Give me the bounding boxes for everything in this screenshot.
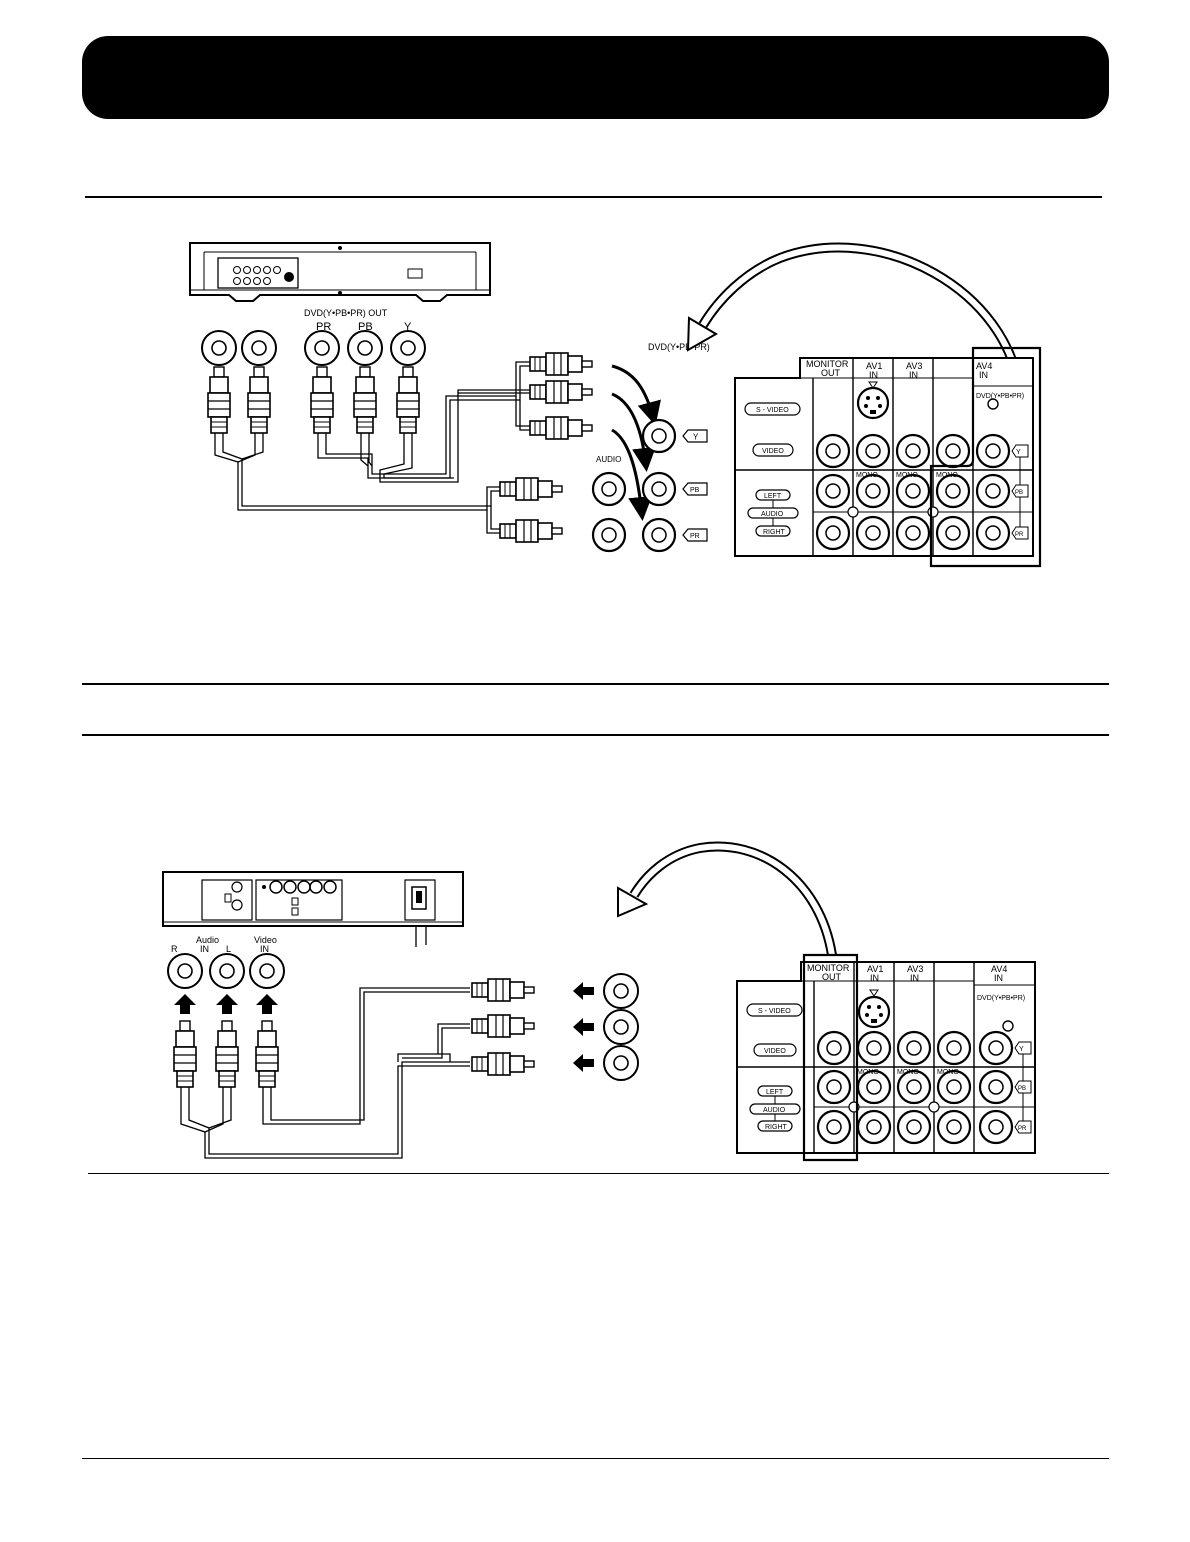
dvd-cables	[214, 361, 530, 534]
vcr-left-arrows	[573, 982, 594, 1072]
tv1-audio-label: AUDIO	[761, 511, 784, 518]
tv2-svideo-label: S - VIDEO	[758, 1008, 791, 1015]
tv2-left-label: LEFT	[766, 1089, 784, 1096]
tv2-av4-in-label: IN	[994, 973, 1003, 983]
tv1-svideo-label: S - VIDEO	[756, 407, 789, 414]
vcr-cables	[180, 987, 470, 1159]
tv2-av1-in-label: IN	[870, 973, 879, 983]
tv1-av3-in-label: IN	[909, 370, 918, 380]
tv1-tag-y: Y	[1016, 449, 1021, 456]
vcr-audio-r-label: R	[171, 944, 178, 954]
tv1-component-label: DVD(Y•PB•PR)	[976, 393, 1024, 400]
header-banner	[82, 36, 1109, 119]
tv2-av3-label: AV3	[907, 964, 923, 974]
vcr-audio-label: Audio	[196, 935, 219, 945]
tv1-mono-av4: MONO	[936, 472, 958, 479]
tv-terminal-panel-2	[736, 953, 1036, 1162]
tv2-mono-av3: MONO	[897, 1069, 919, 1076]
tv1-right-label: RIGHT	[763, 529, 786, 536]
dvd-plugs	[207, 366, 420, 434]
vcr-audio-l-label: L	[226, 944, 231, 954]
svg-text:PR: PR	[690, 533, 700, 540]
dvd-jack-label-pb: PB	[358, 321, 373, 333]
zoom-jacks	[591, 418, 677, 553]
vcr-video-in-label: IN	[260, 944, 269, 954]
dvd-audio-jacks	[201, 330, 277, 366]
tv1-av1-label: AV1	[866, 361, 882, 371]
tv1-av3-label: AV3	[906, 361, 922, 371]
tv1-tag-pb: PB	[1015, 490, 1023, 496]
big-curved-arrow-1	[686, 242, 1025, 396]
footer-rule	[82, 1458, 1109, 1459]
section-rule-4	[88, 1173, 1109, 1174]
big-curved-arrow-2	[617, 841, 837, 956]
vcr-plugs-h	[471, 978, 535, 1076]
tv1-monitor-label: MONITOR	[806, 359, 849, 369]
tv2-audio-label: AUDIO	[763, 1107, 786, 1114]
dvd-player-rear	[189, 242, 491, 302]
tv1-av1-in-label: IN	[869, 370, 878, 380]
dvd-component-jacks	[304, 330, 426, 366]
tv2-video-label: VIDEO	[764, 1048, 786, 1055]
dvd-jack-label-pr: PR	[316, 321, 331, 333]
tv2-mono-av1: MONO	[857, 1069, 879, 1076]
zoom-tag-y: Y	[682, 429, 708, 443]
tv2-av1-label: AV1	[867, 964, 883, 974]
tv2-monitor-label: MONITOR	[807, 963, 850, 973]
section-rule-1	[85, 196, 1102, 198]
svg-text:Y: Y	[693, 433, 699, 442]
tv2-right-label: RIGHT	[765, 1124, 788, 1131]
section-rule-2	[82, 683, 1109, 685]
tv1-mono-av1: MONO	[856, 472, 878, 479]
tv2-av4-label: AV4	[991, 964, 1007, 974]
vcr-video-label: Video	[254, 935, 277, 945]
vcr-audio-in-label: IN	[200, 944, 209, 954]
vcr-plugs	[173, 1020, 279, 1088]
tv1-left-label: LEFT	[764, 493, 782, 500]
tv1-av4-label: AV4	[976, 361, 992, 371]
tv1-out-label: OUT	[821, 368, 841, 378]
vcr-up-arrows	[174, 994, 278, 1014]
zoom-tag-pb: PB	[682, 482, 708, 496]
vcr-zoom-jacks	[603, 973, 639, 1081]
tv1-tag-pr: PR	[1015, 532, 1024, 538]
component-plugs-h	[529, 352, 593, 440]
audio-plugs-h	[499, 477, 563, 543]
tv2-tag-pr: PR	[1018, 1126, 1027, 1132]
tv2-component-label: DVD(Y•PB•PR)	[977, 995, 1025, 1002]
dvd-output-label: DVD(Y•PB•PR) OUT	[304, 308, 388, 318]
zoom-tag-pr: PR	[682, 528, 708, 542]
tv1-av4-in-label: IN	[979, 370, 988, 380]
tv1-mono-av3: MONO	[896, 472, 918, 479]
tv1-video-label: VIDEO	[762, 448, 784, 455]
svg-text:PB: PB	[690, 487, 700, 494]
tv2-mono-av4: MONO	[937, 1069, 959, 1076]
tv2-tag-pb: PB	[1018, 1086, 1026, 1092]
section-rule-3	[82, 734, 1109, 736]
tv2-out-label: OUT	[822, 972, 842, 982]
tv-terminal-panel-1	[734, 346, 1042, 568]
connection-arrows	[611, 364, 661, 521]
tv2-tag-y: Y	[1019, 1046, 1024, 1053]
tv2-av3-in-label: IN	[910, 973, 919, 983]
dvd-jack-label-y: Y	[404, 321, 412, 333]
zoom-component-label: DVD(Y•PB•PR)	[648, 342, 710, 352]
zoom-audio-label: AUDIO	[596, 455, 621, 464]
vcr-rear	[162, 871, 464, 947]
vcr-input-jacks	[167, 953, 285, 989]
